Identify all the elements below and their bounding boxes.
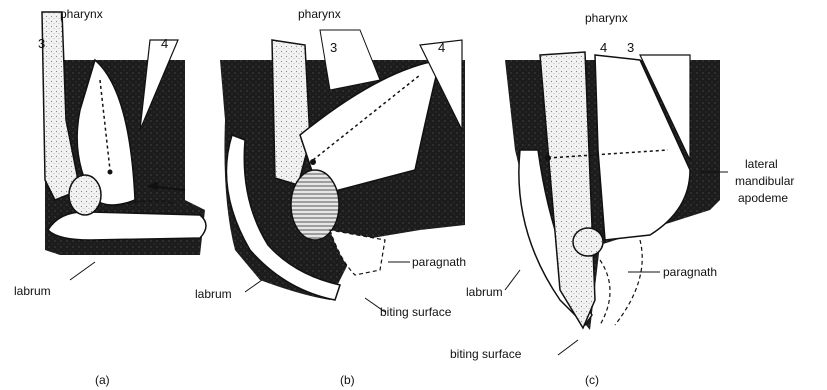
label-biting-surface: biting surface xyxy=(450,347,522,361)
panel-b: pharynx 3 4 paragnath labrum biting surf… xyxy=(195,7,466,387)
label-pharynx: pharynx xyxy=(60,7,103,21)
label-paragnath: paragnath xyxy=(663,265,717,279)
label-3: 3 xyxy=(38,36,45,51)
label-mandibular: mandibular xyxy=(735,174,794,188)
label-labrum: labrum xyxy=(466,285,503,299)
label-apodeme: apodeme xyxy=(738,191,788,205)
panel-c: pharynx 4 3 lateral mandibular apodeme p… xyxy=(450,11,794,387)
label-lateral: lateral xyxy=(745,157,778,171)
label-3: 3 xyxy=(330,40,337,55)
panel-a: pharynx 3 4 labrum (a) xyxy=(14,7,206,387)
label-3: 3 xyxy=(627,40,634,55)
label-4: 4 xyxy=(438,40,445,55)
label-paragnath: paragnath xyxy=(412,255,466,269)
label-pharynx: pharynx xyxy=(298,7,341,21)
label-biting-surface: biting surface xyxy=(380,305,452,319)
label-pharynx: pharynx xyxy=(585,11,628,25)
label-labrum: labrum xyxy=(195,287,232,301)
panel-c-caption: (c) xyxy=(585,373,599,387)
panel-a-caption: (a) xyxy=(95,373,110,387)
panel-a-drawing xyxy=(42,12,206,255)
label-4: 4 xyxy=(161,36,168,51)
label-labrum: labrum xyxy=(14,284,51,298)
panel-b-caption: (b) xyxy=(340,373,355,387)
label-4: 4 xyxy=(600,40,607,55)
panel-c-drawing xyxy=(505,52,720,330)
